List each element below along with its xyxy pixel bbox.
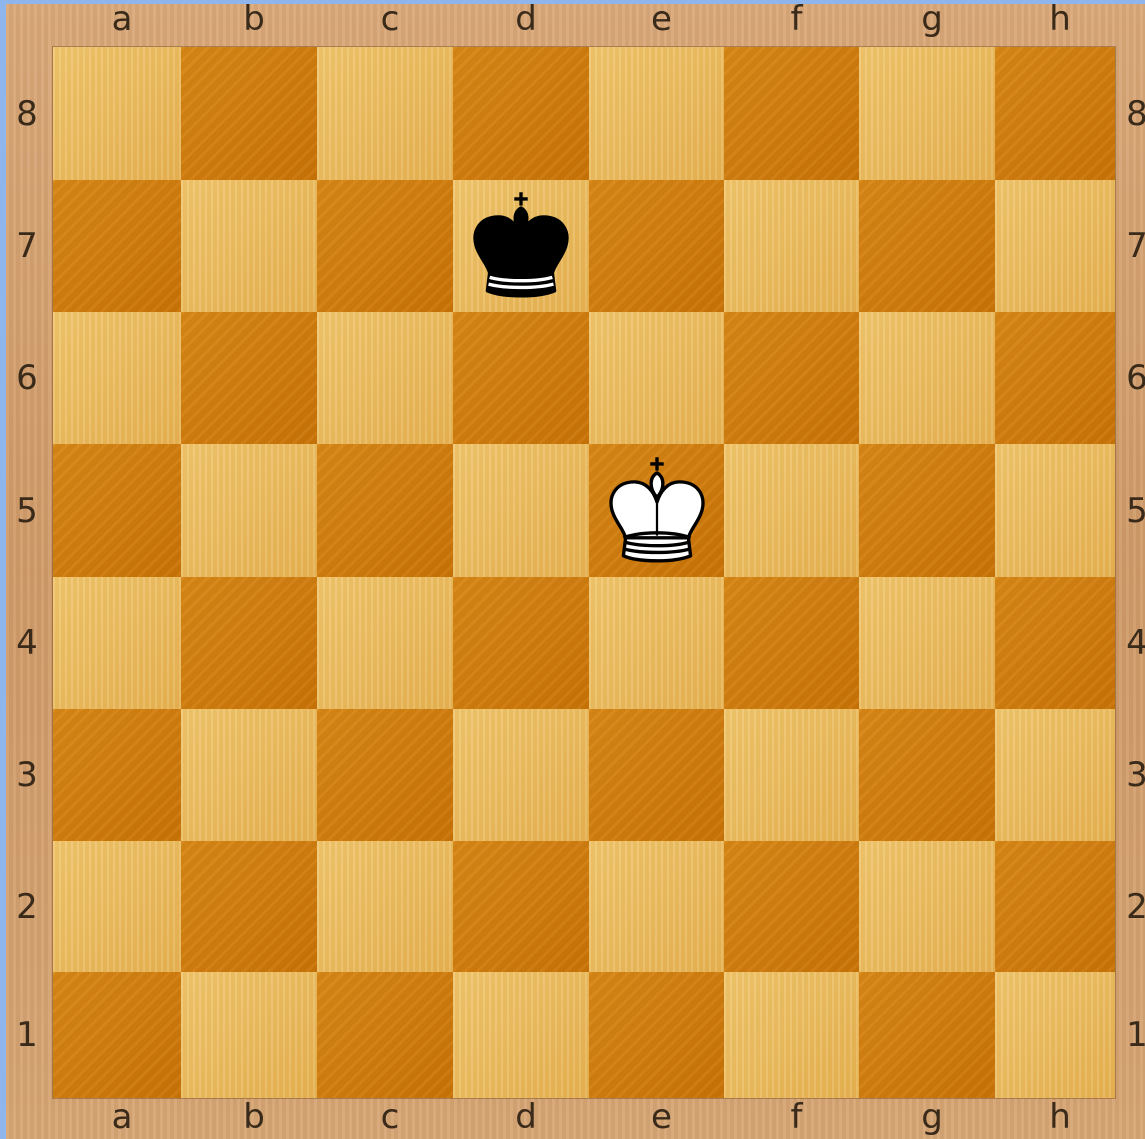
square-g4[interactable] bbox=[859, 577, 995, 709]
square-e3[interactable] bbox=[589, 709, 724, 841]
square-g5[interactable] bbox=[859, 444, 995, 577]
square-e1[interactable] bbox=[589, 972, 724, 1098]
white-king-icon[interactable] bbox=[601, 452, 713, 564]
square-a7[interactable] bbox=[53, 180, 181, 312]
top-file-label-e: e bbox=[632, 2, 692, 36]
left-rank-label-7: 7 bbox=[7, 229, 47, 263]
square-g2[interactable] bbox=[859, 841, 995, 972]
square-c5[interactable] bbox=[317, 444, 453, 577]
top-file-label-a: a bbox=[92, 2, 152, 36]
square-f8[interactable] bbox=[724, 47, 859, 180]
square-d4[interactable] bbox=[453, 577, 589, 709]
top-file-label-d: d bbox=[496, 2, 556, 36]
square-g6[interactable] bbox=[859, 312, 995, 444]
square-b7[interactable] bbox=[181, 180, 317, 312]
square-g3[interactable] bbox=[859, 709, 995, 841]
square-d3[interactable] bbox=[453, 709, 589, 841]
square-b1[interactable] bbox=[181, 972, 317, 1098]
right-rank-label-3: 3 bbox=[1117, 758, 1145, 792]
square-d7[interactable] bbox=[453, 180, 589, 312]
square-d1[interactable] bbox=[453, 972, 589, 1098]
square-f4[interactable] bbox=[724, 577, 859, 709]
square-b4[interactable] bbox=[181, 577, 317, 709]
square-f5[interactable] bbox=[724, 444, 859, 577]
square-c3[interactable] bbox=[317, 709, 453, 841]
square-h8[interactable] bbox=[995, 47, 1115, 180]
bottom-file-label-c: c bbox=[360, 1100, 420, 1134]
square-g7[interactable] bbox=[859, 180, 995, 312]
square-f7[interactable] bbox=[724, 180, 859, 312]
square-c7[interactable] bbox=[317, 180, 453, 312]
square-f2[interactable] bbox=[724, 841, 859, 972]
square-e6[interactable] bbox=[589, 312, 724, 444]
chess-board[interactable] bbox=[53, 47, 1115, 1098]
square-g1[interactable] bbox=[859, 972, 995, 1098]
top-file-label-g: g bbox=[902, 2, 962, 36]
square-e8[interactable] bbox=[589, 47, 724, 180]
left-rank-label-3: 3 bbox=[7, 758, 47, 792]
square-f1[interactable] bbox=[724, 972, 859, 1098]
top-file-label-c: c bbox=[360, 2, 420, 36]
square-h5[interactable] bbox=[995, 444, 1115, 577]
black-king-icon[interactable] bbox=[465, 188, 577, 300]
square-h3[interactable] bbox=[995, 709, 1115, 841]
bottom-file-label-b: b bbox=[224, 1100, 284, 1134]
square-e5[interactable] bbox=[589, 444, 724, 577]
square-c1[interactable] bbox=[317, 972, 453, 1098]
square-d5[interactable] bbox=[453, 444, 589, 577]
square-h6[interactable] bbox=[995, 312, 1115, 444]
square-h1[interactable] bbox=[995, 972, 1115, 1098]
left-rank-label-5: 5 bbox=[7, 494, 47, 528]
right-rank-label-5: 5 bbox=[1117, 494, 1145, 528]
left-rank-label-8: 8 bbox=[7, 97, 47, 131]
top-file-label-h: h bbox=[1030, 2, 1090, 36]
square-a5[interactable] bbox=[53, 444, 181, 577]
bottom-file-label-a: a bbox=[92, 1100, 152, 1134]
square-f3[interactable] bbox=[724, 709, 859, 841]
bottom-file-label-g: g bbox=[902, 1100, 962, 1134]
square-e7[interactable] bbox=[589, 180, 724, 312]
square-e4[interactable] bbox=[589, 577, 724, 709]
left-rank-label-4: 4 bbox=[7, 626, 47, 660]
right-rank-label-7: 7 bbox=[1117, 229, 1145, 263]
square-c4[interactable] bbox=[317, 577, 453, 709]
right-rank-label-2: 2 bbox=[1117, 890, 1145, 924]
square-d2[interactable] bbox=[453, 841, 589, 972]
left-rank-label-2: 2 bbox=[7, 890, 47, 924]
top-file-label-f: f bbox=[767, 2, 827, 36]
square-c6[interactable] bbox=[317, 312, 453, 444]
square-b6[interactable] bbox=[181, 312, 317, 444]
right-rank-label-8: 8 bbox=[1117, 97, 1145, 131]
bottom-file-label-e: e bbox=[632, 1100, 692, 1134]
square-b8[interactable] bbox=[181, 47, 317, 180]
bottom-file-label-f: f bbox=[767, 1100, 827, 1134]
square-a4[interactable] bbox=[53, 577, 181, 709]
square-c8[interactable] bbox=[317, 47, 453, 180]
square-a6[interactable] bbox=[53, 312, 181, 444]
left-rank-label-1: 1 bbox=[7, 1018, 47, 1052]
bottom-file-label-h: h bbox=[1030, 1100, 1090, 1134]
square-a8[interactable] bbox=[53, 47, 181, 180]
square-a2[interactable] bbox=[53, 841, 181, 972]
square-d8[interactable] bbox=[453, 47, 589, 180]
right-rank-label-4: 4 bbox=[1117, 626, 1145, 660]
square-g8[interactable] bbox=[859, 47, 995, 180]
square-c2[interactable] bbox=[317, 841, 453, 972]
top-file-label-b: b bbox=[224, 2, 284, 36]
left-rank-label-6: 6 bbox=[7, 361, 47, 395]
square-a3[interactable] bbox=[53, 709, 181, 841]
square-h7[interactable] bbox=[995, 180, 1115, 312]
square-d6[interactable] bbox=[453, 312, 589, 444]
square-b5[interactable] bbox=[181, 444, 317, 577]
square-e2[interactable] bbox=[589, 841, 724, 972]
right-rank-label-6: 6 bbox=[1117, 361, 1145, 395]
square-h2[interactable] bbox=[995, 841, 1115, 972]
square-b2[interactable] bbox=[181, 841, 317, 972]
square-b3[interactable] bbox=[181, 709, 317, 841]
square-h4[interactable] bbox=[995, 577, 1115, 709]
square-f6[interactable] bbox=[724, 312, 859, 444]
bottom-file-label-d: d bbox=[496, 1100, 556, 1134]
square-a1[interactable] bbox=[53, 972, 181, 1098]
right-rank-label-1: 1 bbox=[1117, 1018, 1145, 1052]
